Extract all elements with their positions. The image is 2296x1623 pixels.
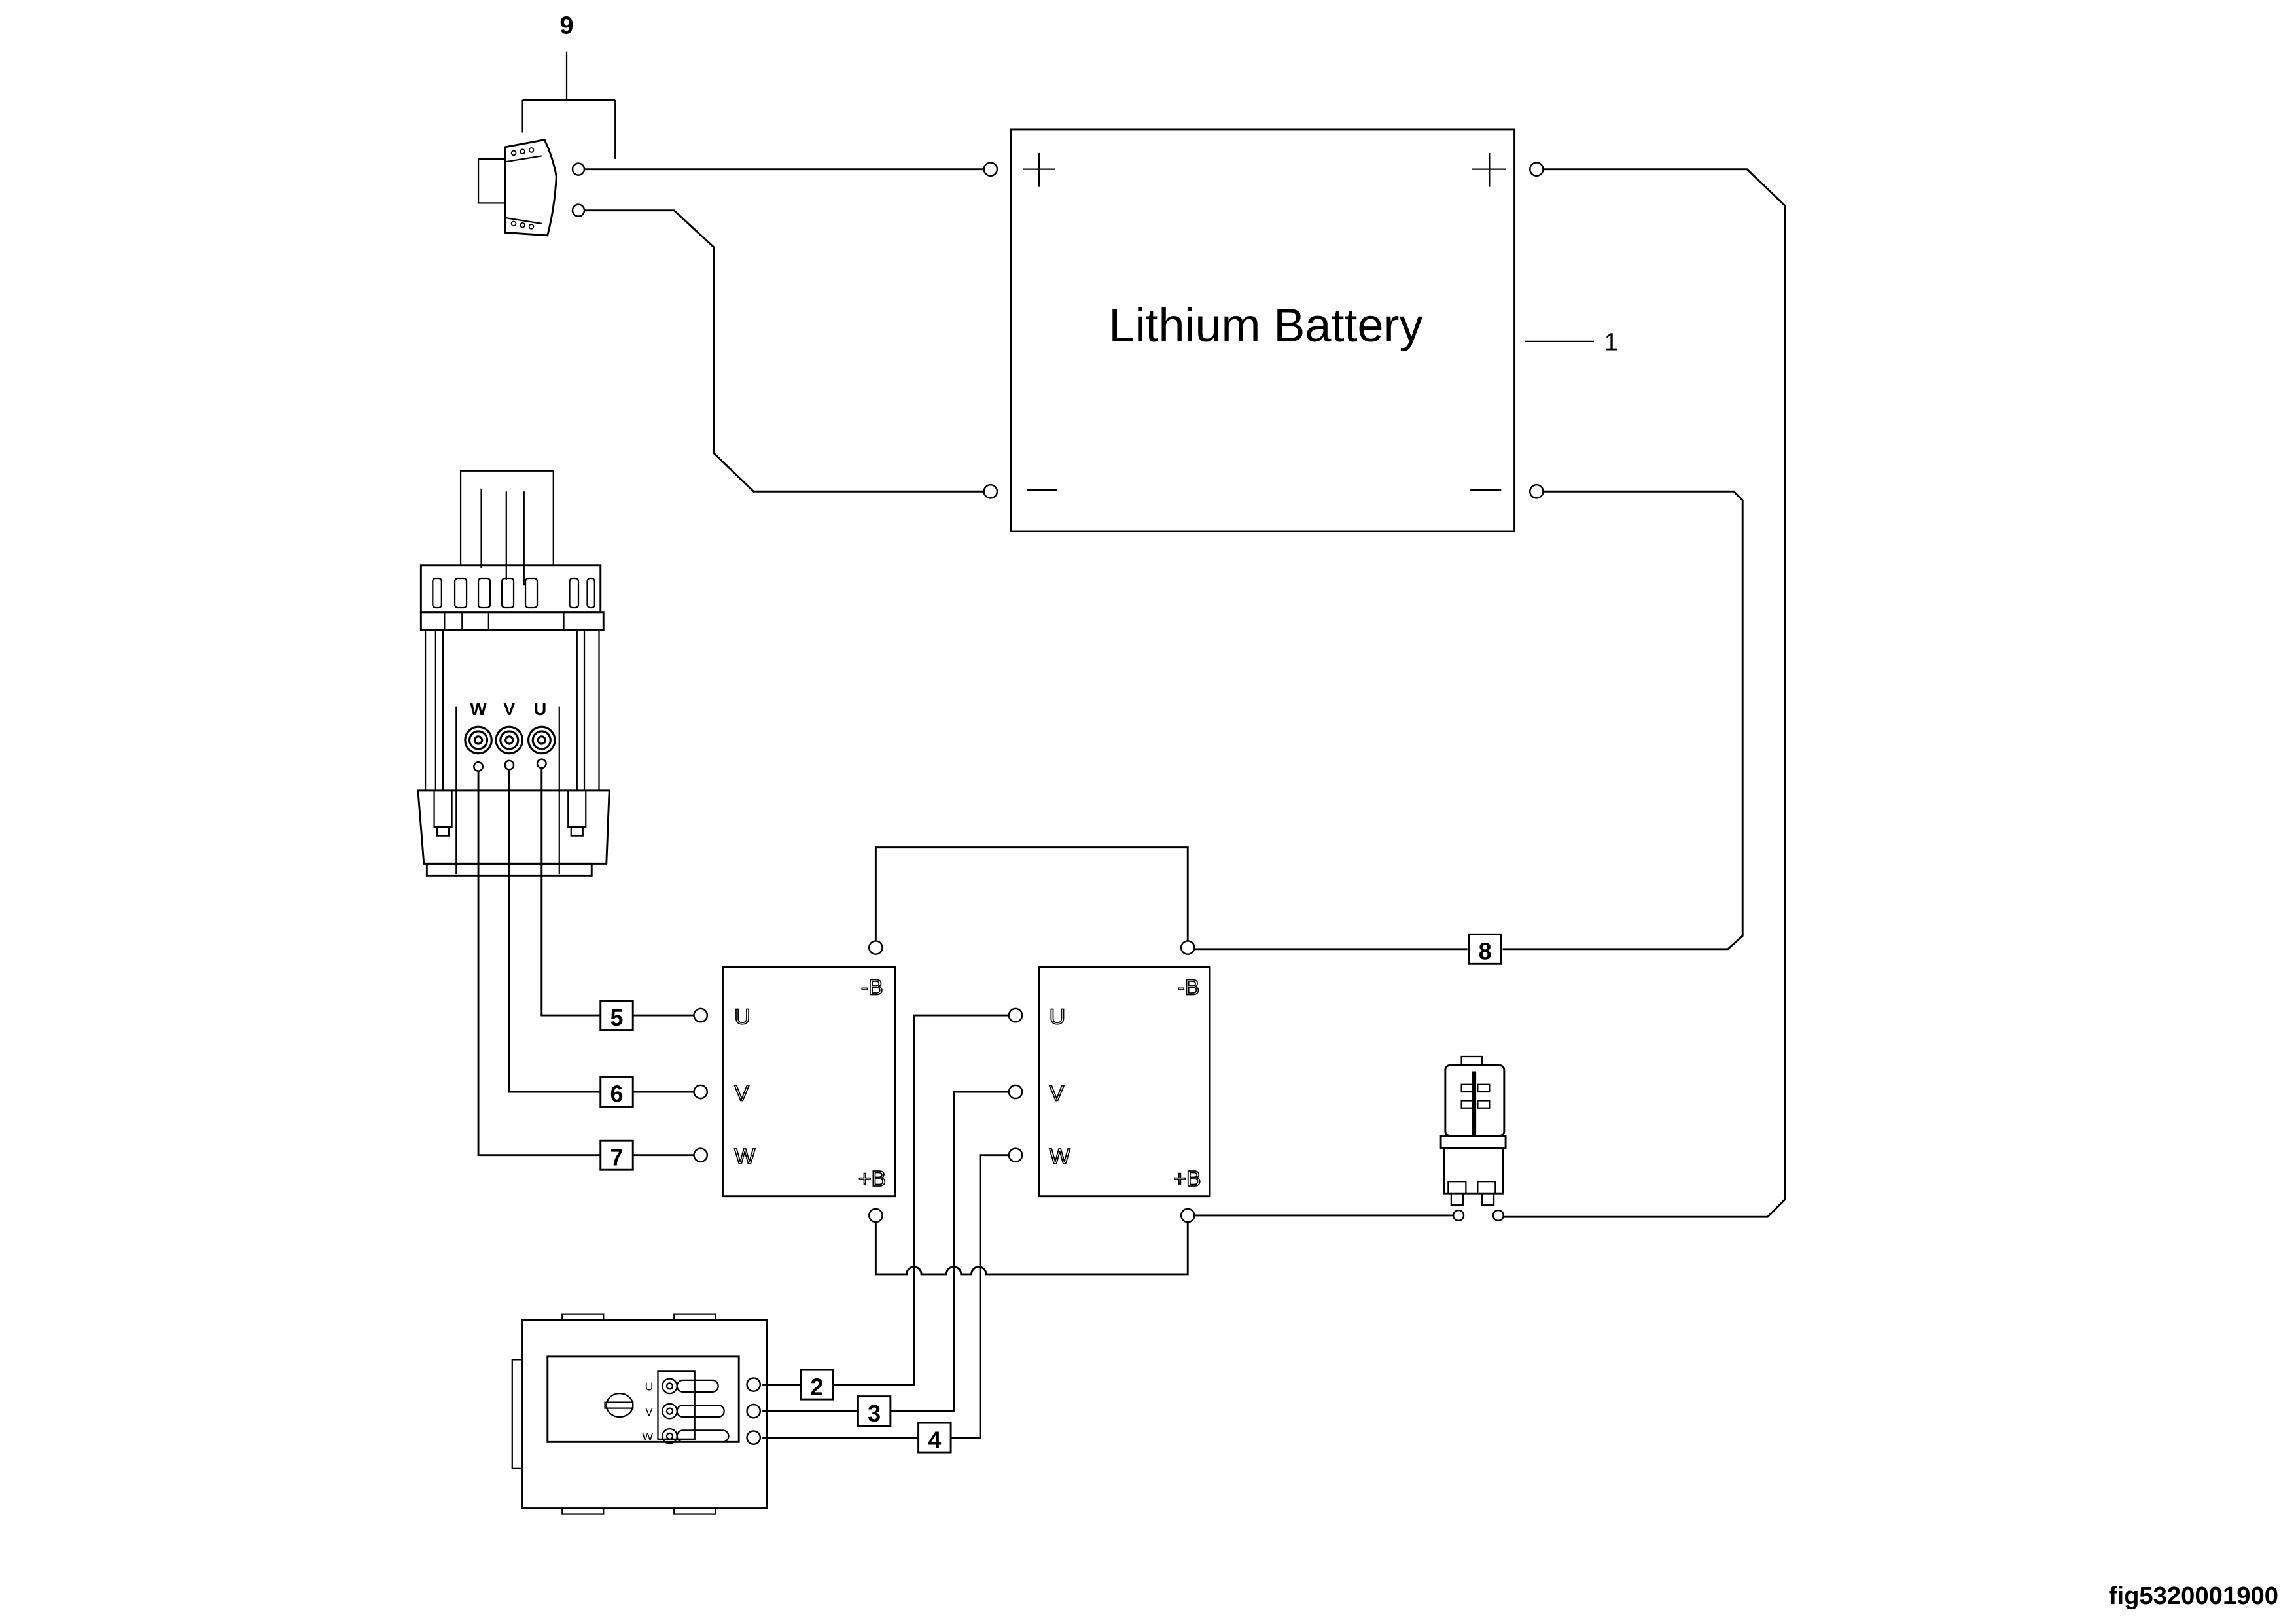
callout-9-leader — [521, 51, 616, 159]
svg-text:+B: +B — [1173, 1166, 1201, 1191]
svg-text:-B: -B — [861, 975, 883, 1000]
traction-motor: W V U — [417, 470, 610, 877]
pump-motor: U V W — [511, 1313, 768, 1515]
svg-text:3: 3 — [868, 1400, 881, 1427]
key-switch: 9 — [477, 12, 616, 237]
wire-label-5: 5 — [599, 1000, 634, 1031]
svg-text:W: W — [734, 1144, 755, 1169]
wire-label-7: 7 — [599, 1139, 634, 1171]
motor-terminal-label-v: V — [503, 699, 515, 719]
svg-text:U: U — [1050, 1005, 1065, 1030]
wire-neg-bridge — [874, 846, 1189, 942]
wire-label-4: 4 — [917, 1422, 952, 1454]
key-switch-terminal-2 — [571, 203, 586, 217]
wire-label-3: 3 — [857, 1395, 892, 1427]
svg-text:8: 8 — [1479, 938, 1492, 965]
main-contactor — [1439, 1055, 1507, 1222]
wire-6 — [508, 769, 694, 1093]
battery-body — [1010, 128, 1516, 532]
figure-id: fig5320001900 — [2109, 1582, 2278, 1610]
svg-text:V: V — [645, 1405, 653, 1418]
controller-right: -B U V W +B — [1008, 940, 1211, 1223]
wire-label-2: 2 — [800, 1369, 834, 1401]
wire-5 — [540, 768, 694, 1017]
wire-7 — [477, 771, 694, 1157]
svg-text:W: W — [1050, 1144, 1070, 1169]
battery-neg-right-terminal — [1528, 483, 1544, 499]
wire-battery-neg-to-controllers — [1195, 490, 1744, 951]
controller-left: -B U V W +B — [693, 940, 896, 1223]
wire-pos-bridge — [874, 1223, 1189, 1276]
svg-text:V: V — [734, 1081, 749, 1106]
svg-text:+B: +B — [858, 1166, 886, 1191]
callout-9: 9 — [559, 12, 573, 40]
wire-3 — [762, 1091, 1008, 1412]
svg-text:5: 5 — [610, 1004, 623, 1031]
wire-2 — [762, 1014, 1008, 1386]
motor-terminal-label-w: W — [470, 699, 487, 719]
battery-title: Lithium Battery — [1108, 300, 1422, 352]
wire-battery-pos-to-contactor — [1504, 168, 1786, 1218]
svg-text:7: 7 — [610, 1143, 623, 1170]
svg-text:4: 4 — [928, 1426, 941, 1453]
callout-1: 1 — [1604, 328, 1618, 356]
motor-terminal-label-u: U — [534, 699, 546, 719]
svg-text:6: 6 — [610, 1081, 623, 1108]
battery-pos-left-terminal — [983, 162, 998, 177]
key-switch-terminal-1 — [571, 162, 586, 176]
svg-text:2: 2 — [810, 1373, 823, 1400]
wire-label-8: 8 — [1468, 933, 1502, 965]
svg-text:V: V — [1050, 1081, 1065, 1106]
battery-neg-left-terminal — [983, 483, 998, 499]
battery-plus-right-icon — [1472, 152, 1506, 187]
wire-label-6: 6 — [599, 1076, 634, 1108]
svg-text:W: W — [642, 1430, 653, 1443]
svg-text:U: U — [734, 1005, 750, 1030]
wire-4 — [762, 1154, 1008, 1439]
lithium-battery: Lithium Battery 1 — [983, 128, 1618, 532]
svg-text:U: U — [645, 1380, 653, 1393]
battery-plus-left-icon — [1023, 152, 1055, 187]
battery-pos-right-terminal — [1528, 162, 1544, 177]
wire-switch-to-battery-neg — [584, 209, 983, 493]
svg-text:-B: -B — [1178, 975, 1200, 1000]
